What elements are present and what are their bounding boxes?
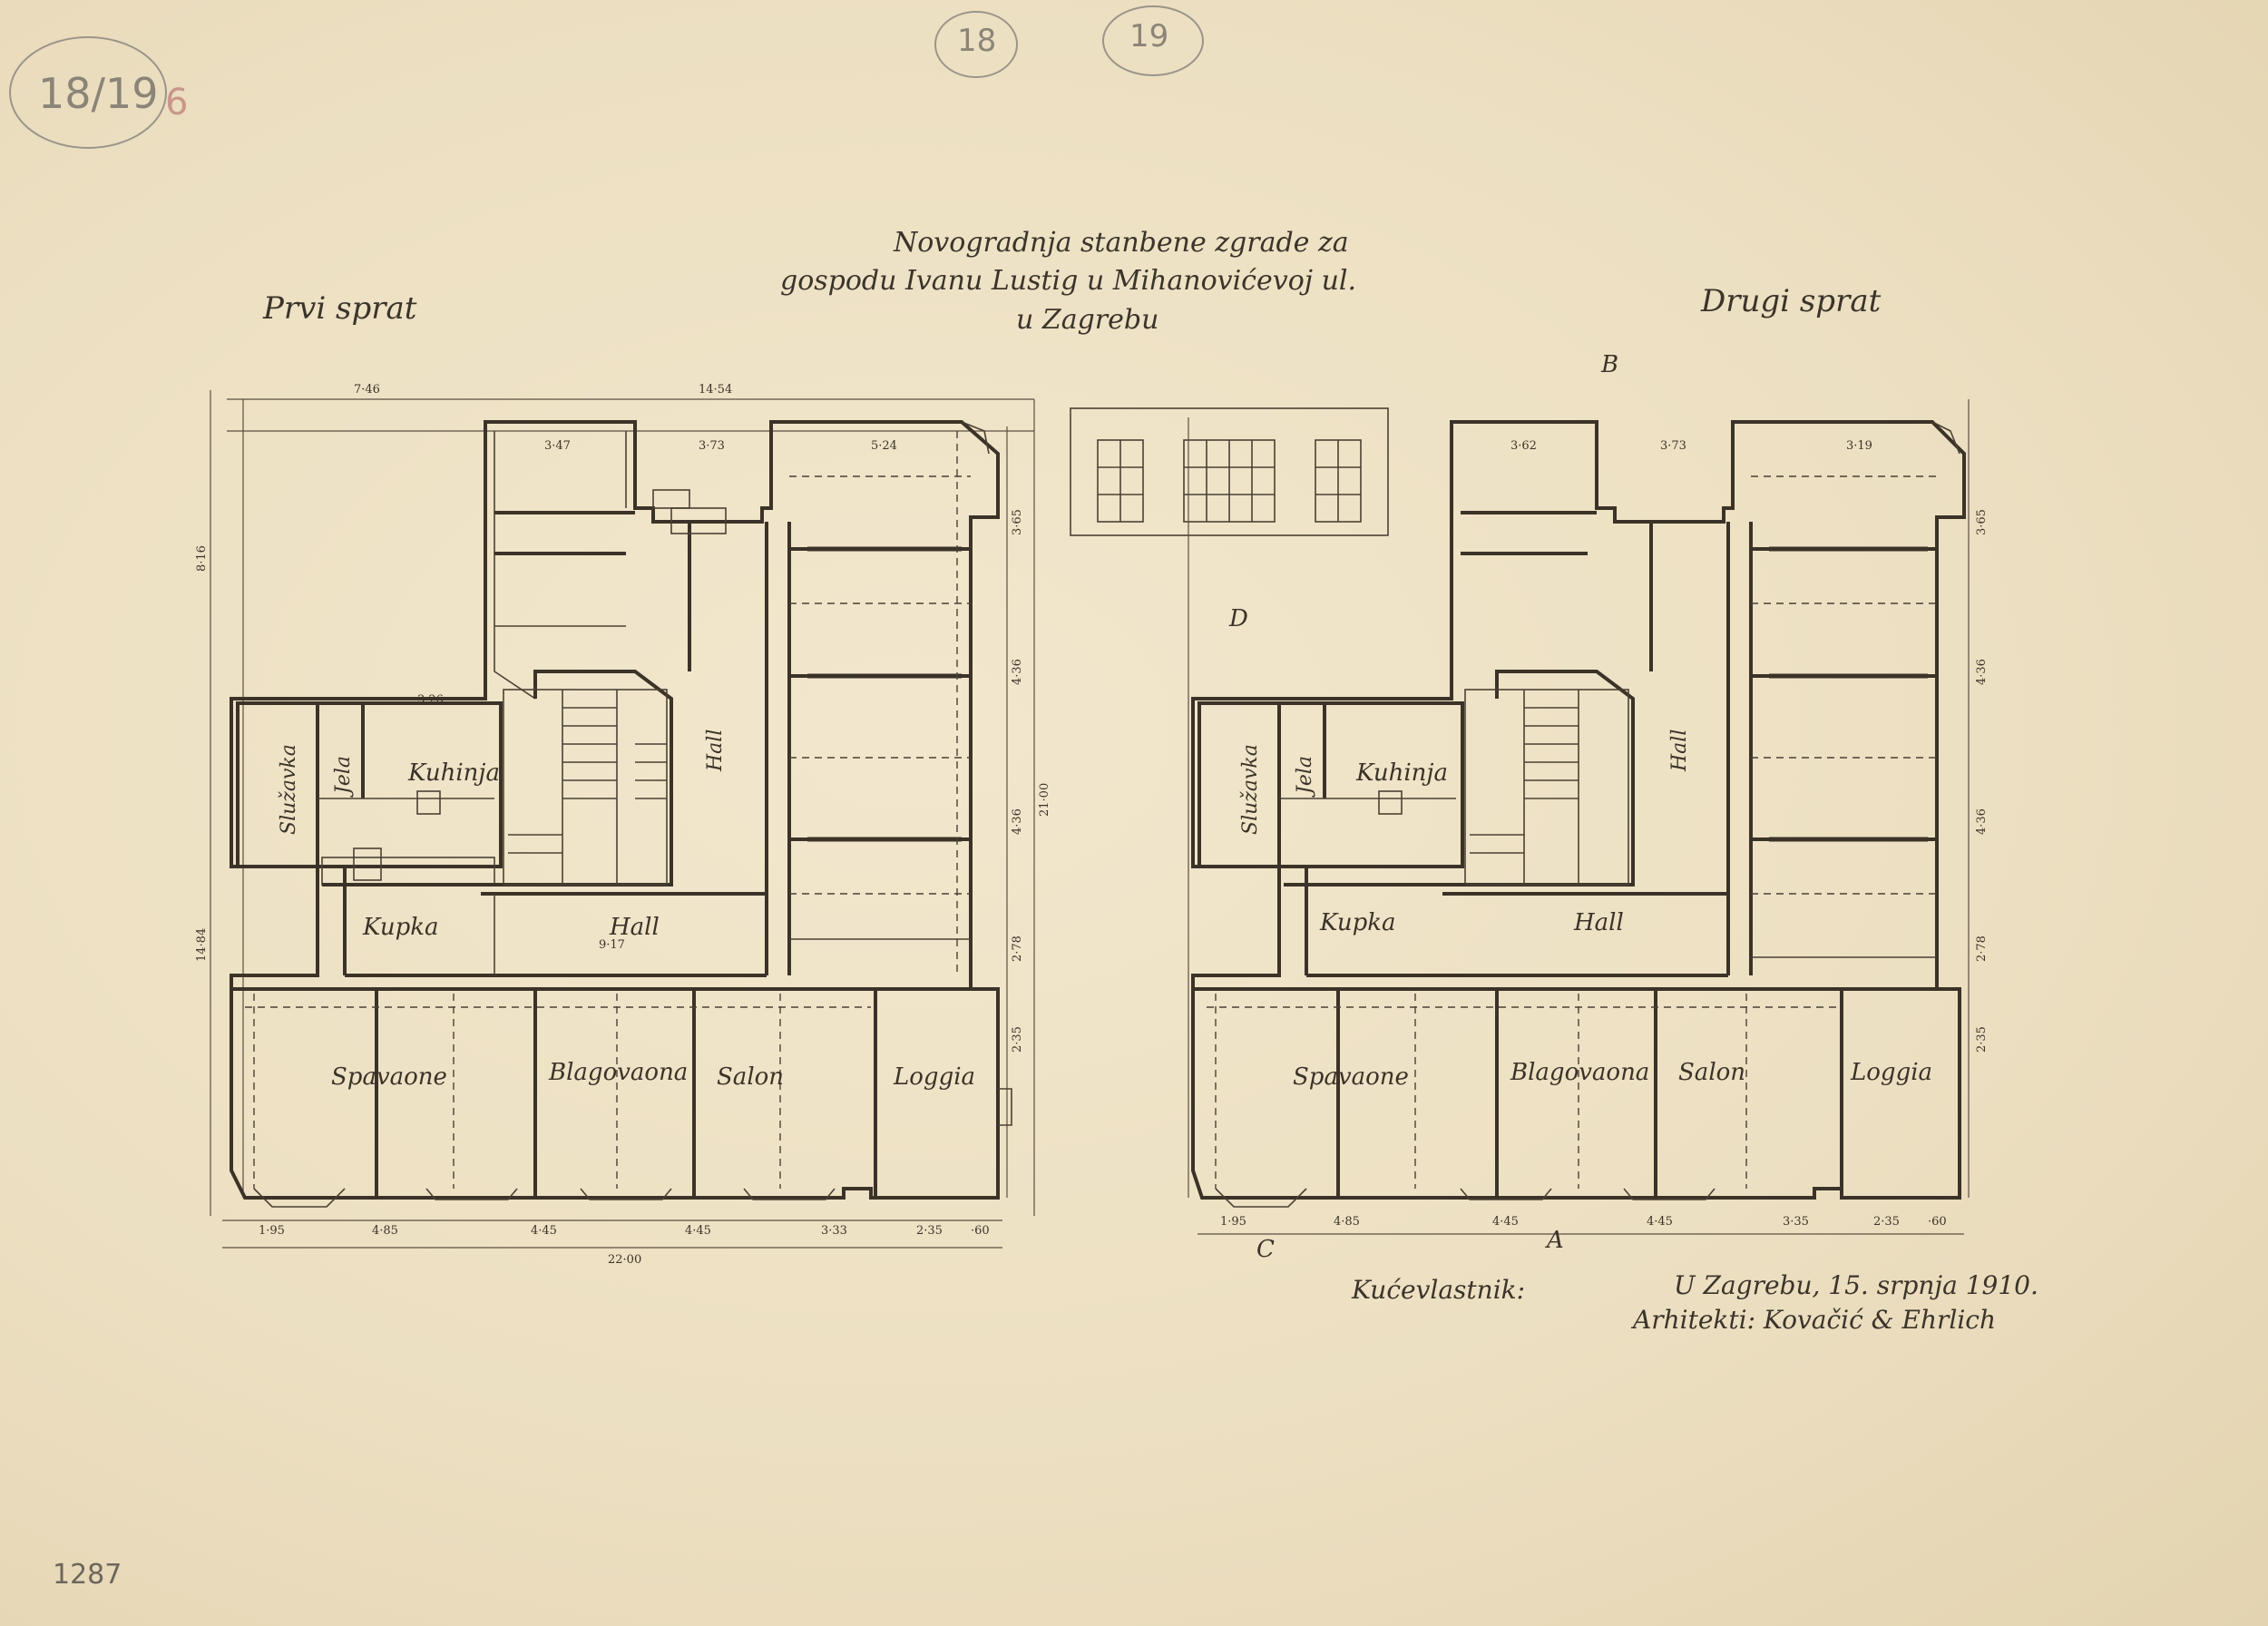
dim-first-b6: 2·35 (916, 1224, 943, 1238)
dim-first-r3: 4·36 (1011, 808, 1024, 835)
title-line-3: u Zagrebu (1016, 304, 1159, 336)
title-line-1: Novogradnja stanbene zgrade za (894, 227, 1349, 259)
dim-first-bottom-total: 22·00 (608, 1253, 641, 1267)
dim-first-b4: 4·45 (685, 1224, 711, 1238)
archive-number: 1287 (53, 1559, 122, 1591)
window-elevation-sketch (1070, 407, 1389, 536)
dim-first-r4: 2·78 (1011, 935, 1024, 962)
second-room-sluzavka: Služavka (1239, 744, 1262, 835)
circle-19-label: 19 (1129, 18, 1169, 54)
second-floor-stairs (1470, 690, 1579, 885)
dim-first-c2: 3·73 (699, 439, 725, 453)
first-floor-label: Prvi sprat (263, 290, 417, 327)
second-room-loggia: Loggia (1850, 1059, 1932, 1086)
dim-first-top-total: 14·54 (699, 383, 732, 397)
dim-first-c5: 9·17 (599, 938, 625, 952)
dim-second-c1: 3·62 (1510, 439, 1537, 453)
first-room-blagovaona: Blagovaona (548, 1059, 688, 1086)
dim-second-b5: 3·35 (1783, 1215, 1809, 1229)
dim-second-r1: 3·65 (1975, 509, 1989, 535)
second-room-salon: Salon (1678, 1059, 1745, 1086)
sheet-number-circle (9, 36, 167, 149)
second-room-hall: Hall (1573, 909, 1624, 936)
first-room-jela: Jela (332, 756, 355, 798)
section-letter-c: C (1256, 1236, 1275, 1263)
dim-first-r5: 2·35 (1011, 1026, 1024, 1053)
second-room-blagovaona: Blagovaona (1510, 1059, 1649, 1086)
first-room-loggia: Loggia (893, 1063, 975, 1091)
dim-first-r1: 3·65 (1011, 509, 1024, 535)
first-room-kuhinja: Kuhinja (407, 759, 500, 787)
pencil-mark-6: 6 (165, 82, 189, 123)
first-room-kupka: Kupka (362, 914, 439, 941)
dim-first-c3: 5·24 (871, 439, 897, 453)
architects: Arhitekti: Kovačić & Ehrlich (1633, 1305, 1996, 1335)
dim-first-r2: 4·36 (1011, 659, 1024, 685)
circle-19 (1102, 5, 1204, 76)
dim-first-height-816: 8·16 (195, 545, 209, 572)
section-letter-d: D (1228, 605, 1248, 632)
first-room-spavaone: Spavaone (331, 1063, 447, 1091)
dim-second-c2: 3·73 (1660, 439, 1686, 453)
first-floor-plan: 7·46 14·54 22·00 1·95 4·85 4·45 4·45 3·3… (195, 383, 1051, 1267)
dim-second-b2: 4·85 (1334, 1215, 1360, 1229)
dim-second-r5: 2·35 (1975, 1026, 1989, 1053)
first-room-hall-small: Hall (704, 730, 727, 772)
dim-second-b1: 1·95 (1220, 1215, 1246, 1229)
second-floor-plan: 1·95 4·85 4·45 4·45 3·35 2·35 ·60 3·65 4… (1188, 351, 1989, 1263)
dim-first-b7: ·60 (971, 1224, 990, 1238)
second-room-kupka: Kupka (1319, 909, 1396, 936)
section-letter-b: B (1600, 351, 1618, 378)
second-floor-label: Drugi sprat (1701, 283, 1882, 319)
second-room-hall-small: Hall (1668, 730, 1691, 772)
circle-18 (934, 11, 1018, 78)
dim-first-c1: 3·47 (544, 439, 571, 453)
dim-second-c3: 3·19 (1846, 439, 1872, 453)
second-room-kuhinja: Kuhinja (1355, 759, 1448, 787)
dim-first-b5: 3·33 (821, 1224, 847, 1238)
dim-first-top-left: 7·46 (354, 383, 380, 397)
dim-second-r2: 4·36 (1975, 659, 1989, 685)
section-letter-a: A (1545, 1227, 1564, 1254)
title-line-2: gospodu Ivanu Lustig u Mihanovićevoj ul. (780, 265, 1357, 297)
dim-second-r4: 2·78 (1975, 935, 1989, 962)
first-room-hall: Hall (609, 914, 660, 941)
circle-18-label: 18 (957, 23, 997, 59)
first-room-salon: Salon (717, 1063, 784, 1091)
dim-second-b4: 4·45 (1647, 1215, 1673, 1229)
dim-second-r3: 4·36 (1975, 808, 1989, 835)
sheet-number: 18/19 (38, 69, 159, 118)
place-date: U Zagrebu, 15. srpnja 1910. (1674, 1270, 2038, 1300)
dim-first-b1: 1·95 (259, 1224, 285, 1238)
second-room-jela: Jela (1294, 756, 1316, 798)
dim-first-c4: 3·26 (417, 693, 444, 707)
dim-first-left-total: 14·84 (195, 928, 209, 962)
dim-second-b3: 4·45 (1492, 1215, 1519, 1229)
dim-first-b3: 4·45 (531, 1224, 557, 1238)
first-room-sluzavka: Služavka (278, 744, 300, 835)
dim-first-right-total: 21·00 (1038, 783, 1051, 817)
dim-second-b6: 2·35 (1873, 1215, 1900, 1229)
dim-second-b7: ·60 (1928, 1215, 1947, 1229)
first-floor-stairs (508, 690, 667, 885)
dim-first-b2: 4·85 (372, 1224, 398, 1238)
second-room-spavaone: Spavaone (1293, 1063, 1409, 1091)
owner-label: Kućevlastnik: (1352, 1275, 1526, 1305)
